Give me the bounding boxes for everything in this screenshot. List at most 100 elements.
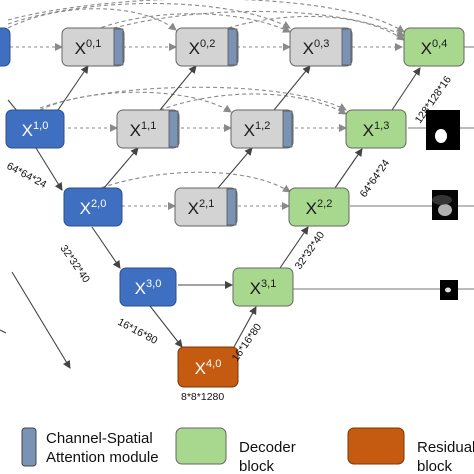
node-label-superscript: 2,1 bbox=[199, 198, 214, 210]
attention-bar bbox=[341, 28, 352, 66]
node-label: X3,1 bbox=[250, 278, 277, 298]
node-label-base: X bbox=[80, 199, 91, 218]
node-box bbox=[230, 109, 294, 149]
node-label-base: X bbox=[22, 121, 33, 140]
dimension-label: 32*32*40 bbox=[58, 243, 93, 285]
legend-attention-label-line2: Attention module bbox=[46, 449, 159, 466]
node-box bbox=[116, 109, 180, 149]
flow-edge bbox=[11, 271, 71, 369]
node-label-superscript: 3,0 bbox=[146, 278, 161, 290]
flow-connections bbox=[0, 65, 421, 369]
node-label-base: X bbox=[188, 199, 199, 218]
node-box bbox=[5, 109, 65, 149]
legend-attention-swatch bbox=[21, 427, 37, 467]
node-label-base: X bbox=[130, 121, 141, 140]
node-label: X1,1 bbox=[130, 120, 157, 140]
flow-edge bbox=[0, 329, 7, 334]
node-x02: X0,2 bbox=[175, 27, 239, 67]
node-x04: X0,4 bbox=[403, 27, 465, 67]
nodes: X0,0X0,1X0,2X0,3X0,4X1,0X1,1X1,2X1,3X2,0… bbox=[0, 27, 465, 388]
node-label-base: X bbox=[135, 279, 146, 298]
node-label: X4,0 bbox=[195, 358, 222, 378]
flow-edge bbox=[279, 226, 309, 269]
node-x40: X4,0 bbox=[177, 346, 239, 388]
legend-decoder-swatch bbox=[175, 427, 227, 465]
node-label: X0,2 bbox=[189, 38, 216, 58]
mask-blob bbox=[438, 204, 452, 216]
node-label: X1,0 bbox=[22, 120, 49, 140]
node-label-base: X bbox=[195, 359, 206, 378]
flow-edge bbox=[233, 306, 257, 348]
flow-edge bbox=[159, 65, 197, 111]
node-label: X2,0 bbox=[80, 198, 107, 218]
skip-curve bbox=[7, 0, 405, 33]
legend-decoder-label-line1: Decoder bbox=[239, 439, 296, 456]
mask-blob bbox=[445, 287, 451, 293]
mask-blob bbox=[435, 129, 447, 143]
node-x03: X0,3 bbox=[289, 27, 353, 67]
node-box bbox=[232, 267, 294, 307]
attention-bar bbox=[226, 188, 237, 226]
node-label-superscript: 0,3 bbox=[314, 38, 329, 50]
node-label-base: X bbox=[306, 199, 317, 218]
node-label-superscript: 0,1 bbox=[86, 38, 101, 50]
node-box bbox=[345, 109, 407, 149]
node-x01: X0,1 bbox=[61, 27, 125, 67]
flow-edge bbox=[391, 67, 421, 111]
node-label-superscript: 1,1 bbox=[141, 120, 156, 132]
node-label-base: X bbox=[189, 39, 200, 58]
legend-decoder-label-line2: block bbox=[239, 458, 275, 474]
node-label: X2,1 bbox=[188, 198, 215, 218]
flow-edge bbox=[334, 148, 363, 189]
mask-blob bbox=[432, 195, 452, 205]
flow-edge bbox=[57, 65, 89, 111]
legend-residual-label-line2: block bbox=[417, 458, 453, 474]
node-x13: X1,3 bbox=[345, 109, 407, 149]
node-x22: X2,2 bbox=[288, 187, 350, 227]
flow-edge bbox=[217, 147, 253, 189]
node-label-superscript: 2,0 bbox=[91, 198, 106, 210]
node-label-superscript: 1,3 bbox=[374, 120, 389, 132]
curved-skip-connections bbox=[7, 0, 405, 193]
node-label-base: X bbox=[363, 121, 374, 140]
node-label-superscript: 1,0 bbox=[33, 120, 48, 132]
node-x30: X3,0 bbox=[119, 267, 177, 307]
segmentation-masks bbox=[426, 110, 460, 300]
node-label-superscript: 2,2 bbox=[317, 198, 332, 210]
node-box bbox=[61, 27, 125, 67]
node-label-superscript: 1,2 bbox=[255, 120, 270, 132]
skip-curve bbox=[94, 171, 291, 193]
node-x20: X2,0 bbox=[63, 187, 123, 227]
output-branches bbox=[293, 46, 474, 290]
node-box bbox=[289, 27, 353, 67]
flow-edge bbox=[103, 147, 139, 189]
skip-curve bbox=[39, 86, 347, 111]
skip-curve bbox=[7, 8, 177, 31]
dimension-label: 32*32*40 bbox=[293, 229, 328, 271]
node-x31: X3,1 bbox=[232, 267, 294, 307]
node-box bbox=[119, 267, 177, 307]
flow-edge bbox=[149, 305, 183, 348]
flow-edge bbox=[35, 147, 63, 191]
node-x00: X0,0 bbox=[0, 27, 11, 67]
node-box bbox=[174, 187, 238, 227]
node-label: X1,3 bbox=[363, 120, 390, 140]
attention-bar bbox=[282, 110, 293, 148]
node-x12: X1,2 bbox=[230, 109, 294, 149]
dimension-label: 8*8*1280 bbox=[181, 391, 224, 403]
node-label-base: X bbox=[421, 39, 432, 58]
node-x10: X1,0 bbox=[5, 109, 65, 149]
node-box bbox=[403, 27, 465, 67]
dimension-label: 64*64*24 bbox=[5, 160, 49, 191]
node-label-base: X bbox=[244, 121, 255, 140]
node-label-base: X bbox=[75, 39, 86, 58]
skip-curve bbox=[99, 10, 405, 37]
node-box bbox=[177, 346, 239, 388]
legend: Channel-Spatial Attention module Decoder… bbox=[21, 427, 474, 474]
dimension-label: 64*64*24 bbox=[358, 157, 393, 199]
node-box bbox=[63, 187, 123, 227]
node-label-superscript: 3,1 bbox=[261, 278, 276, 290]
skip-connections bbox=[10, 43, 403, 210]
legend-residual-swatch bbox=[347, 427, 405, 465]
